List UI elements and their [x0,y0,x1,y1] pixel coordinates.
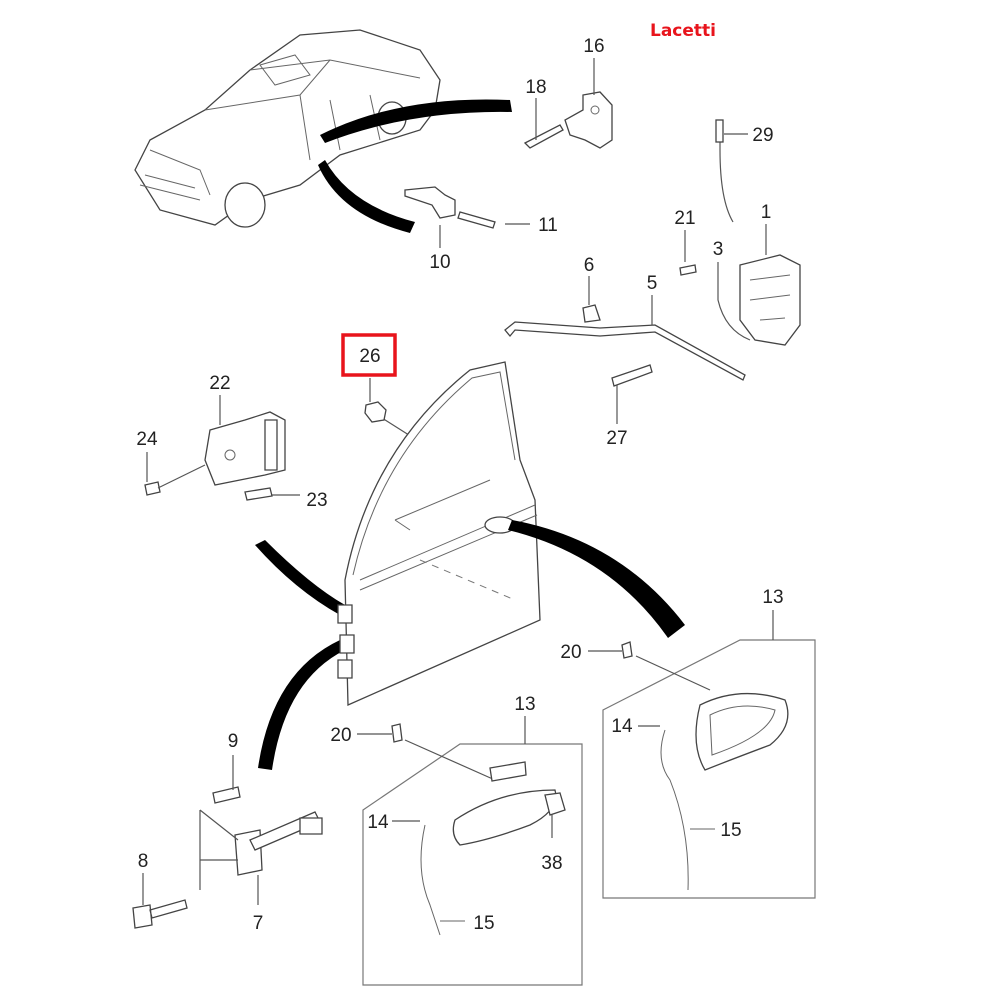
pointer-arrow [318,160,415,233]
pointer-arrow [508,520,685,638]
callout-14: 14 [611,716,633,737]
callout-22: 22 [209,373,230,394]
callout-27: 27 [606,428,627,449]
outer-handle-part [695,692,789,771]
outer-handle-part [452,789,557,846]
callout-23: 23 [306,490,327,511]
model-title: Lacetti [650,21,716,41]
pointer-arrow [258,640,345,770]
callout-14: 14 [367,812,389,833]
car-illustration [134,29,441,228]
highlight-box-26 [341,333,397,377]
callout-24: 24 [136,429,158,450]
callout-9: 9 [228,731,239,752]
callout-11: 11 [538,215,558,236]
callout-29: 29 [752,125,773,146]
callout-15: 15 [720,820,741,841]
callout-7: 7 [253,913,264,934]
door-check-part [404,186,456,219]
callout-8: 8 [138,851,149,872]
callout-10: 10 [429,252,450,273]
callout-20: 20 [330,725,351,746]
lock-rod-part [715,119,724,143]
handle-group-box [362,743,583,986]
callout-21: 21 [674,208,695,229]
handle-group-box [602,639,816,899]
callout-6: 6 [584,255,595,276]
door-check-strap [132,786,323,929]
callout-5: 5 [647,273,658,294]
callout-18: 18 [525,77,546,98]
callout-1: 1 [761,202,772,223]
door-hinge-mounts [337,604,355,679]
callout-26: 26 [359,346,380,367]
callout-20: 20 [560,642,581,663]
upper-hinge-part [523,91,613,149]
callout-13: 13 [514,694,535,715]
pointer-arrow [320,99,512,143]
door-lock-assembly [504,254,801,387]
callout-15: 15 [473,913,494,934]
callout-16: 16 [583,36,604,57]
pointer-arrow [255,540,345,615]
callout-13: 13 [762,587,783,608]
callout-3: 3 [713,239,724,260]
door-bumper-part-26 [364,401,387,423]
callout-38: 38 [541,853,562,874]
lower-hinge-part [144,411,286,501]
front-door-panel [344,361,541,706]
